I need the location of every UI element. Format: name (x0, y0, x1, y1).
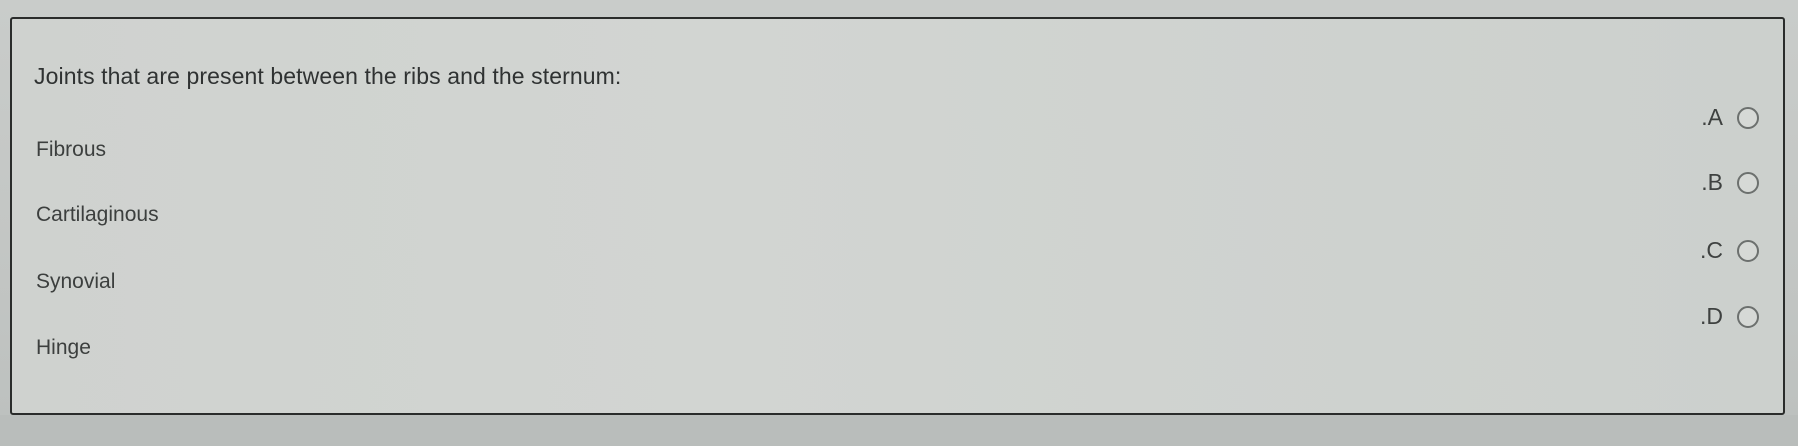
question-text: Joints that are present between the ribs… (34, 63, 622, 89)
option-d-radio-control[interactable]: .D (1700, 303, 1759, 330)
option-b-letter: .B (1701, 169, 1723, 195)
option-a-radio-icon[interactable] (1737, 106, 1759, 129)
option-c-letter: .C (1700, 237, 1723, 263)
question-card: Joints that are present between the ribs… (10, 17, 1785, 415)
option-b-radio-icon[interactable] (1737, 171, 1759, 194)
option-a-letter: .A (1701, 104, 1723, 130)
option-d-letter: .D (1700, 303, 1723, 329)
option-c-label[interactable]: Synovial (36, 270, 116, 293)
option-c-radio-control[interactable]: .C (1700, 237, 1759, 264)
option-c-radio-icon[interactable] (1737, 239, 1759, 262)
bottom-strip (0, 415, 1798, 446)
option-b-label[interactable]: Cartilaginous (36, 203, 159, 226)
option-d-label[interactable]: Hinge (36, 336, 91, 359)
option-d-radio-icon[interactable] (1737, 305, 1759, 328)
option-a-label[interactable]: Fibrous (36, 138, 107, 161)
option-a-radio-control[interactable]: .A (1701, 104, 1759, 131)
option-b-radio-control[interactable]: .B (1701, 169, 1759, 196)
